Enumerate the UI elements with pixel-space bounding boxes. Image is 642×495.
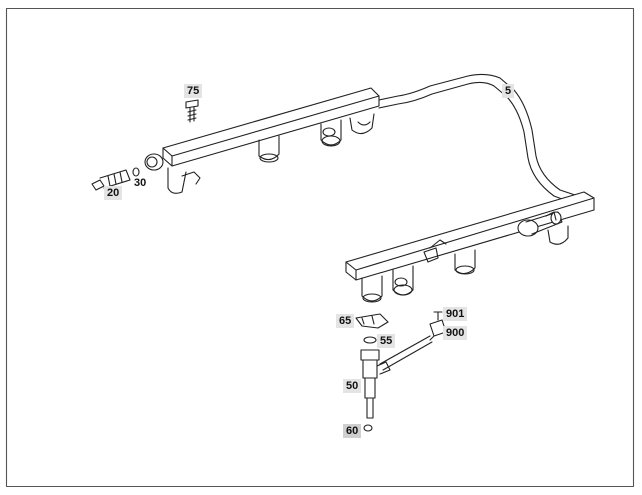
part-label-65[interactable]: 65	[336, 314, 355, 328]
upper-fuel-rail	[144, 87, 380, 194]
part-label-20[interactable]: 20	[104, 186, 123, 200]
part-label-75[interactable]: 75	[184, 84, 203, 98]
clip-65	[355, 313, 389, 329]
part-label-60[interactable]: 60	[343, 424, 362, 438]
part-label-50[interactable]: 50	[343, 379, 362, 393]
crossover-pipe	[378, 73, 579, 203]
part-label-900[interactable]: 900	[443, 326, 468, 340]
part-label-5[interactable]: 5	[502, 84, 515, 98]
o-ring-55	[363, 336, 377, 344]
part-label-901[interactable]: 901	[443, 307, 468, 321]
seal-60	[363, 424, 373, 432]
part-label-55[interactable]: 55	[377, 334, 396, 348]
lower-fuel-rail	[345, 191, 595, 303]
injector-50	[360, 335, 433, 419]
screw-75	[185, 99, 199, 123]
diagram-border	[5, 7, 635, 488]
part-label-30[interactable]: 30	[134, 177, 147, 189]
ring-30-shape	[132, 167, 140, 177]
